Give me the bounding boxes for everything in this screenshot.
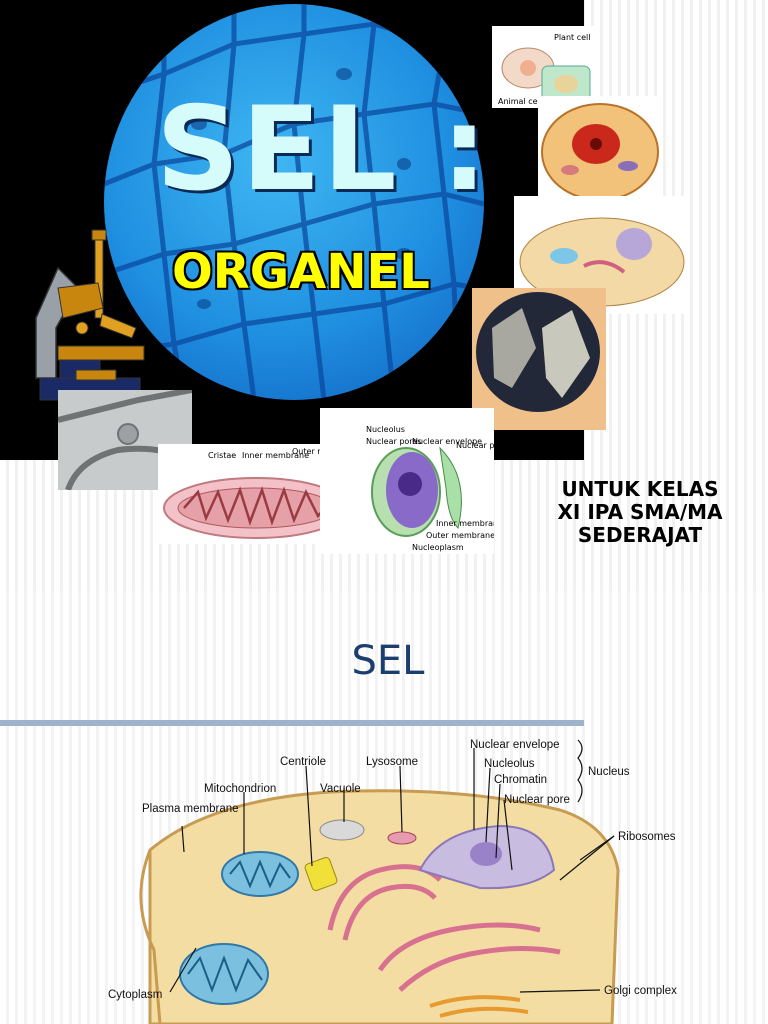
title-main: SEL : — [156, 82, 490, 217]
microscope-illustration — [35, 229, 145, 401]
cristae-label: Cristae — [208, 451, 236, 460]
subtitle-text: UNTUK KELAS XI IPA SMA/MA SEDERAJAT — [535, 478, 745, 547]
inner-membrane-label: Inner membrane — [436, 519, 494, 528]
outer-membrane-label: Outer membrane — [426, 531, 494, 540]
subtitle-line-3: SEDERAJAT — [577, 523, 703, 547]
cell-with-nucleus-thumbnail — [538, 96, 662, 204]
slide-sel: SEL — [0, 590, 768, 1024]
label-nuclear-envelope: Nuclear envelope — [470, 739, 560, 751]
animal-cell-diagram: Centriole Lysosome Nuclear envelope Nucl… — [108, 739, 677, 1024]
label-vacuole: Vacuole — [320, 783, 361, 795]
slide-title: SEL — [351, 638, 425, 684]
subtitle-line-1: UNTUK KELAS — [561, 477, 719, 501]
title-underline — [0, 720, 584, 726]
title-subtitle: ORGANEL — [172, 244, 430, 300]
label-nucleolus: Nucleolus — [484, 758, 535, 770]
animal-cell-label: Animal cell — [498, 97, 542, 106]
nucleoplasm-label: Nucleoplasm — [412, 543, 464, 552]
label-chromatin: Chromatin — [494, 774, 547, 786]
label-nuclear-pore: Nuclear pore — [504, 794, 570, 806]
label-lysosome: Lysosome — [366, 756, 418, 768]
onion-cell-circle-image — [104, 4, 484, 400]
nucleolus-label: Nucleolus — [366, 425, 405, 434]
nuclear-pore-label: Nuclear pore — [456, 441, 494, 450]
nuclear-envelope-label: Nuclear envelope — [412, 437, 482, 446]
nuclear-pores-label: Nuclear pores — [366, 437, 422, 446]
plant-cell-label: Plant cell — [554, 33, 590, 42]
animal-plant-cell-thumbnail: Animal cell Plant cell — [492, 26, 596, 108]
label-plasma-membrane: Plasma membrane — [142, 803, 239, 815]
slide-title: SEL : ORGANEL Animal cell Plant cell — [0, 0, 768, 590]
label-centriole: Centriole — [280, 756, 326, 768]
label-nucleus: Nucleus — [588, 766, 630, 778]
label-ribosomes: Ribosomes — [618, 831, 676, 843]
micrograph-thumbnail — [472, 288, 606, 430]
subtitle-line-2: XI IPA SMA/MA — [557, 500, 723, 524]
label-golgi-complex: Golgi complex — [604, 985, 677, 997]
label-cytoplasm: Cytoplasm — [108, 989, 162, 1001]
label-mitochondrion: Mitochondrion — [204, 783, 276, 795]
nucleus-diagram: Nucleolus Nuclear pores Nuclear envelope… — [320, 408, 494, 554]
inner-membrane-label: Inner membrane — [242, 451, 309, 460]
